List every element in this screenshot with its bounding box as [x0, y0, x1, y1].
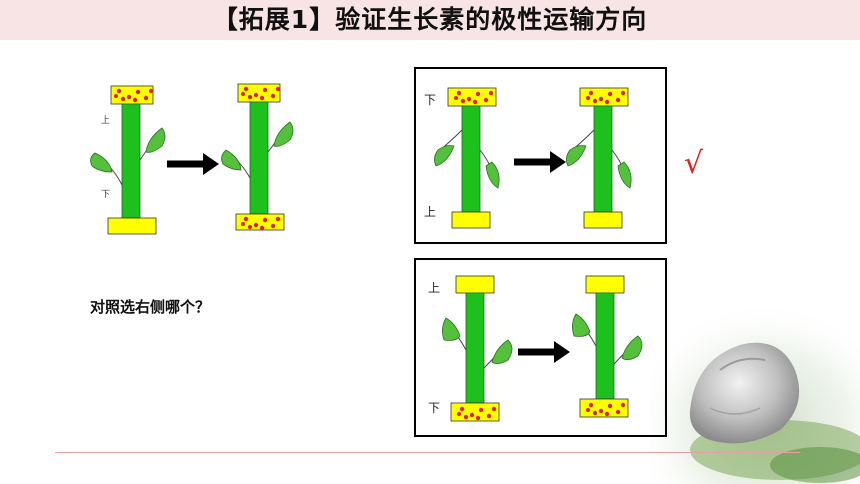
box2-upper-label: 上 [428, 281, 440, 295]
box1-lower-label: 上 [424, 205, 436, 219]
decorative-rock-image [650, 290, 860, 484]
box2-arrow-icon [518, 341, 570, 363]
left-plant-after [221, 83, 294, 231]
box1-plant-after [566, 87, 632, 229]
title-bar [0, 0, 860, 40]
option-box-1[interactable] [414, 67, 667, 244]
box2-plant-before [442, 275, 513, 422]
slide-title: 【拓展1】验证生长素的极性运输方向 [212, 5, 648, 34]
box2-lower-label: 下 [428, 401, 440, 415]
box2-plant-after [572, 275, 643, 418]
box1-upper-label: 下 [424, 93, 436, 107]
option-box-2[interactable] [414, 258, 667, 437]
box1-plant-before [434, 87, 500, 229]
check-mark: √ [684, 146, 704, 181]
question-text: 对照选右侧哪个？ [90, 298, 211, 316]
left-plant-before [90, 85, 166, 235]
left-arrow-icon [167, 153, 219, 175]
left-lower-label: 下 [101, 190, 110, 200]
footer-divider-line [55, 452, 800, 453]
left-upper-label: 上 [101, 115, 110, 126]
box1-arrow-icon [514, 151, 566, 173]
